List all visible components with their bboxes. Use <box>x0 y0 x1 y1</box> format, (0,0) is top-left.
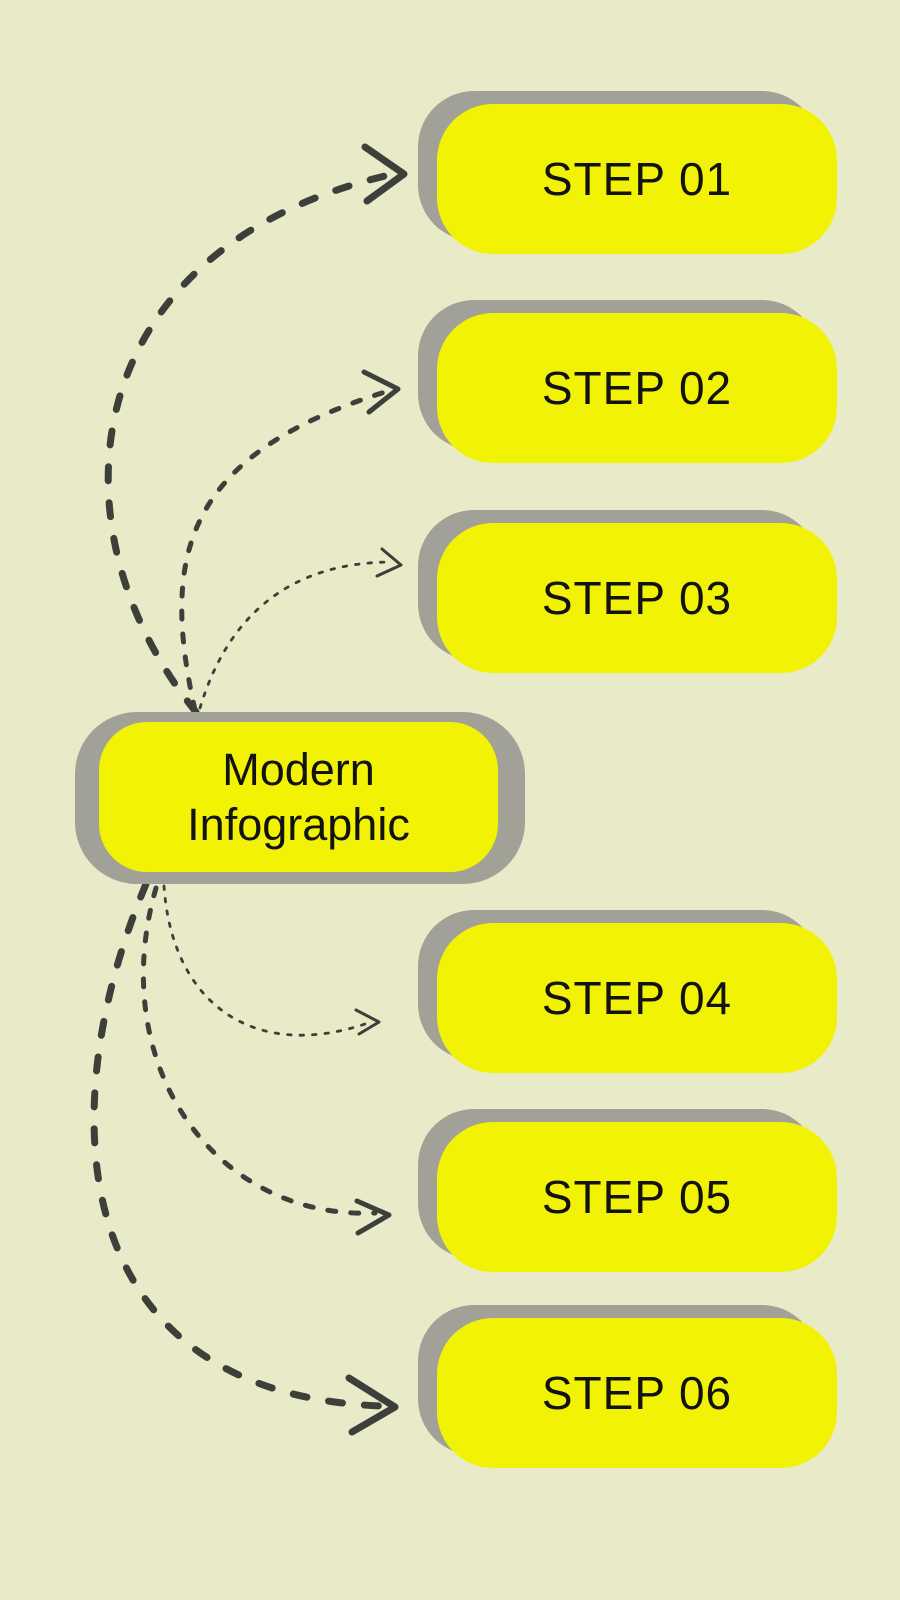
arrowhead-step-06-icon <box>345 1374 399 1436</box>
dashed-arrow-to-step-03-icon <box>198 560 392 710</box>
step-06-label: STEP 06 <box>437 1318 837 1468</box>
dashed-arrow-to-step-04-icon <box>162 884 370 1037</box>
arrowhead-step-03-icon <box>375 547 403 578</box>
step-06-box: STEP 06 <box>418 1305 837 1468</box>
dashed-arrow-to-step-06-icon <box>90 880 386 1410</box>
step-05-label: STEP 05 <box>437 1122 837 1272</box>
step-03-label: STEP 03 <box>437 523 837 673</box>
center-box: Modern Infographic <box>99 722 498 872</box>
arrowhead-step-05-icon <box>354 1198 392 1236</box>
arrowhead-step-01-icon <box>361 143 408 205</box>
center-title-line1: Modern <box>222 744 375 795</box>
step-01-label: STEP 01 <box>437 104 837 254</box>
center-title-line2: Infographic <box>187 799 410 850</box>
dashed-arrow-to-step-01-icon <box>104 172 389 716</box>
step-04-label: STEP 04 <box>437 923 837 1073</box>
step-03-box: STEP 03 <box>418 510 837 673</box>
step-02-label: STEP 02 <box>437 313 837 463</box>
step-02-box: STEP 02 <box>418 300 837 463</box>
dashed-arrow-to-step-02-icon <box>179 389 388 713</box>
arrowhead-step-02-icon <box>361 369 401 415</box>
step-05-box: STEP 05 <box>418 1109 837 1272</box>
step-01-box: STEP 01 <box>418 91 837 254</box>
arrowhead-step-04-icon <box>354 1008 381 1036</box>
dashed-arrow-to-step-05-icon <box>140 885 378 1216</box>
step-04-box: STEP 04 <box>418 910 837 1073</box>
